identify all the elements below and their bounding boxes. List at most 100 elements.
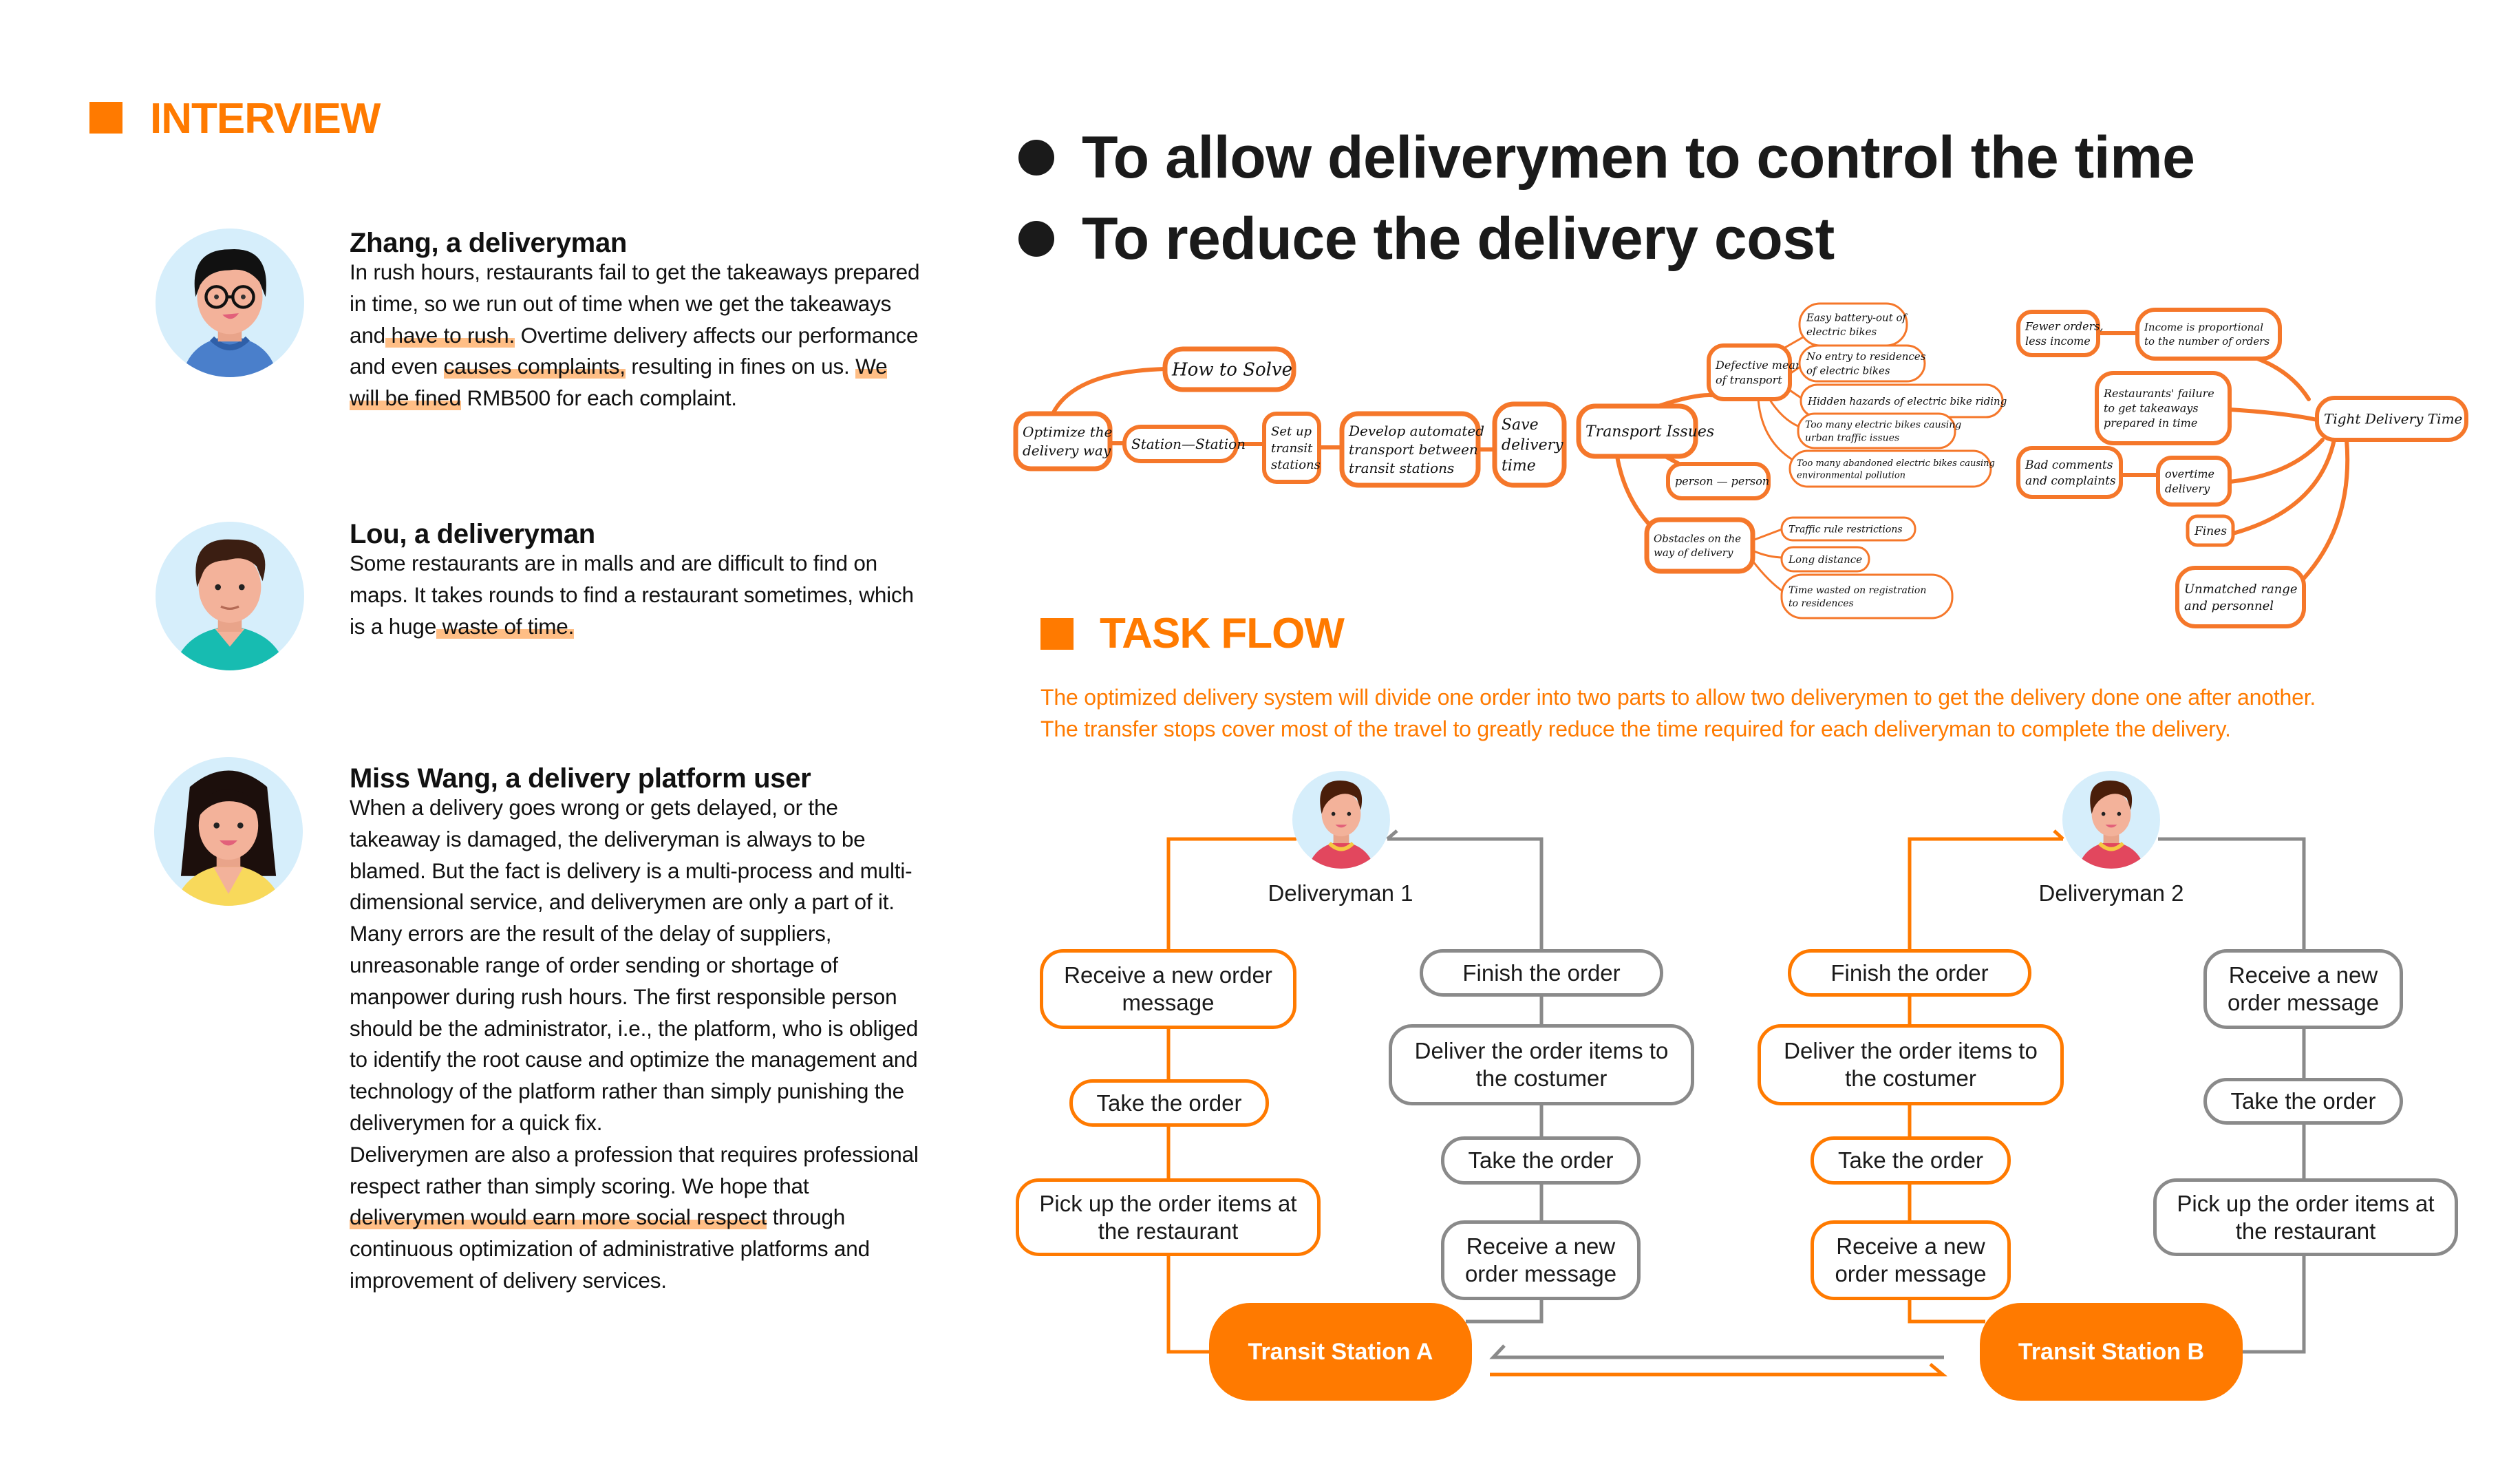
mind-map-connector — [1751, 560, 1785, 593]
mind-map-node-traffic-rules: Traffic rule restrictions — [1780, 516, 1916, 542]
mind-map-node-text: Long distance — [1788, 553, 1862, 566]
bullet-icon — [1018, 140, 1054, 176]
mind-map-node-text: No entry to residences — [1806, 350, 1926, 363]
mind-map-connector — [1051, 367, 1167, 416]
transfer-arrow-a-to-b — [1490, 1363, 1947, 1377]
dm2-take-order-step-2: Take the order — [2203, 1078, 2403, 1125]
mind-map-connector — [2255, 357, 2311, 401]
mind-map-node-long-distance: Long distance — [1780, 546, 1870, 573]
mind-map-node-text: and personnel — [2184, 599, 2274, 613]
dm2-receive-order-step-2: Receive a new order message — [2203, 949, 2403, 1029]
mind-map-node-fewer-orders: Fewer orders,less income — [2016, 310, 2104, 357]
mind-map-node-text: Bad comments — [2025, 458, 2113, 472]
mind-map-node-text: Income is proportional — [2144, 321, 2263, 334]
deliveryman-1-label: Deliveryman 1 — [1268, 880, 1413, 906]
station-b-to-dm2-line — [2240, 1256, 2306, 1354]
mind-map-node-text: Too many electric bikes causing — [1805, 419, 1961, 430]
mind-map-node-text: Obstacles on the — [1654, 533, 1741, 545]
dm1-receive-order-step: Receive a new order message — [1040, 949, 1296, 1029]
mind-map-node-text: Hidden hazards of electric bike riding — [1807, 395, 2007, 407]
transfer-arrow-b-to-a — [1489, 1344, 1944, 1359]
mind-map-node-transport-issues: Transport Issues — [1576, 403, 1714, 459]
mind-map-node-text: delivery — [1502, 437, 1563, 454]
mind-map-node-text: Defective means — [1715, 359, 1808, 372]
quote-text: In rush hours, restaurants fail to get t… — [350, 259, 920, 348]
mind-map-node-text: Transport Issues — [1585, 423, 1714, 441]
dm2-deliver-step: Deliver the order items to the costumer — [1758, 1024, 2064, 1105]
person-name-zhang: Zhang, a deliveryman — [350, 228, 628, 258]
dm2-inbound-arrowhead — [2053, 829, 2064, 840]
mind-map-node-text: to residences — [1788, 598, 1854, 609]
transit-station-b: Transit Station B — [1980, 1303, 2243, 1401]
dm2-finish-order-step: Finish the order — [1788, 949, 2031, 997]
quote-text: through continuous optimization of admin… — [350, 1205, 870, 1293]
mind-map-node-text: transit — [1271, 441, 1313, 456]
dm1-take-order-step: Take the order — [1069, 1079, 1269, 1127]
taskflow-section-marker — [1040, 618, 1074, 650]
dm1-pick-up-step: Pick up the order items at the restauran… — [1016, 1178, 1321, 1256]
mind-map-node-text: Too many abandoned electric bikes causin… — [1797, 458, 1995, 469]
man-with-glasses-avatar — [156, 229, 304, 377]
mind-map-connector — [1615, 454, 1650, 525]
mind-map-node-text: Set up — [1271, 425, 1312, 439]
mind-map-node-text: transit stations — [1349, 460, 1454, 476]
mind-map-node-text: stations — [1271, 458, 1321, 472]
mind-map-node-text: electric bikes — [1806, 326, 1877, 338]
dm1-receive-order-step-2: Receive a new order message — [1441, 1220, 1641, 1300]
mind-map-node-text: Develop automated — [1348, 423, 1484, 439]
quote-text: Some restaurants are in malls and are di… — [350, 551, 914, 639]
mind-map-node-text: delivery — [2165, 482, 2210, 495]
quote-text: Deliverymen are also a profession that r… — [350, 1141, 919, 1198]
woman-avatar — [154, 757, 303, 906]
mind-map-node-text: person — person — [1675, 475, 1769, 488]
dm2-to-station-b-line — [1908, 1300, 1985, 1324]
mind-map-node-text: How to Solve — [1171, 360, 1292, 381]
dm1-take-order-step-2: Take the order — [1441, 1136, 1641, 1185]
dm2-inbound-line — [1908, 837, 2063, 949]
mind-map-node-text: overtime — [2165, 467, 2214, 480]
dm1-return-line — [1387, 837, 1544, 949]
person-name-lou: Lou, a deliveryman — [350, 519, 595, 549]
highlighted-phrase: deliverymen would earn more social respe… — [350, 1205, 767, 1230]
mind-map-node-registration: Time wasted on registration to residences — [1780, 573, 1954, 619]
mind-map-node-text: Fines — [2194, 524, 2227, 538]
mind-map-node-text: Tight Delivery Time — [2324, 411, 2462, 427]
mind-map-connector — [2228, 407, 2319, 422]
mind-map-node-text: Optimize the — [1023, 424, 1112, 441]
deliveryman-1-avatar — [1292, 771, 1390, 869]
mind-map-connector — [1751, 527, 1785, 542]
mind-map-node-text: Easy battery-out of — [1806, 312, 1908, 324]
mind-map-connector — [1767, 396, 1801, 428]
mind-map-node-text: of electric bikes — [1806, 364, 1890, 376]
mind-map-node-text: less income — [2025, 335, 2091, 348]
taskflow-title: TASK FLOW — [1100, 610, 1345, 657]
interview-title: INTERVIEW — [150, 95, 381, 142]
mind-map-node-set-up: Set up transit stations — [1262, 412, 1321, 484]
mind-map-connector — [2302, 438, 2350, 580]
mind-map-node-hazards: Hidden hazards of electric bike riding — [1800, 383, 2007, 418]
goal-text: To reduce the delivery cost — [1082, 206, 1835, 272]
station-a-to-dm1-line — [1466, 1300, 1544, 1324]
mind-map-node-text: and complaints — [2025, 474, 2116, 488]
dm2-take-order-step: Take the order — [1811, 1136, 2011, 1185]
mind-map-node-abandoned: Too many abandoned electric bikes causin… — [1788, 449, 1995, 488]
mind-map-node-text: Station—Station — [1131, 436, 1246, 452]
mind-map-node-text: Restaurants' failure — [2103, 387, 2214, 400]
mind-map-node-text: urban traffic issues — [1805, 432, 1899, 443]
mind-map-node-text: Save — [1502, 416, 1539, 434]
mind-map-node-restaurants: Restaurants' failure to get takeawaysprep… — [2095, 371, 2232, 445]
deliveryman-2-avatar — [2062, 771, 2160, 869]
mind-map-node-text: to get takeaways — [2104, 402, 2199, 415]
dm2-receive-order-step: Receive a new order message — [1811, 1220, 2011, 1300]
mind-map-node-station-station: Station—Station — [1122, 425, 1246, 463]
mind-map-node-text: Time wasted on registration — [1788, 585, 1926, 596]
bullet-icon — [1018, 221, 1054, 257]
mind-map-node-text: prepared in time — [2104, 416, 2197, 429]
